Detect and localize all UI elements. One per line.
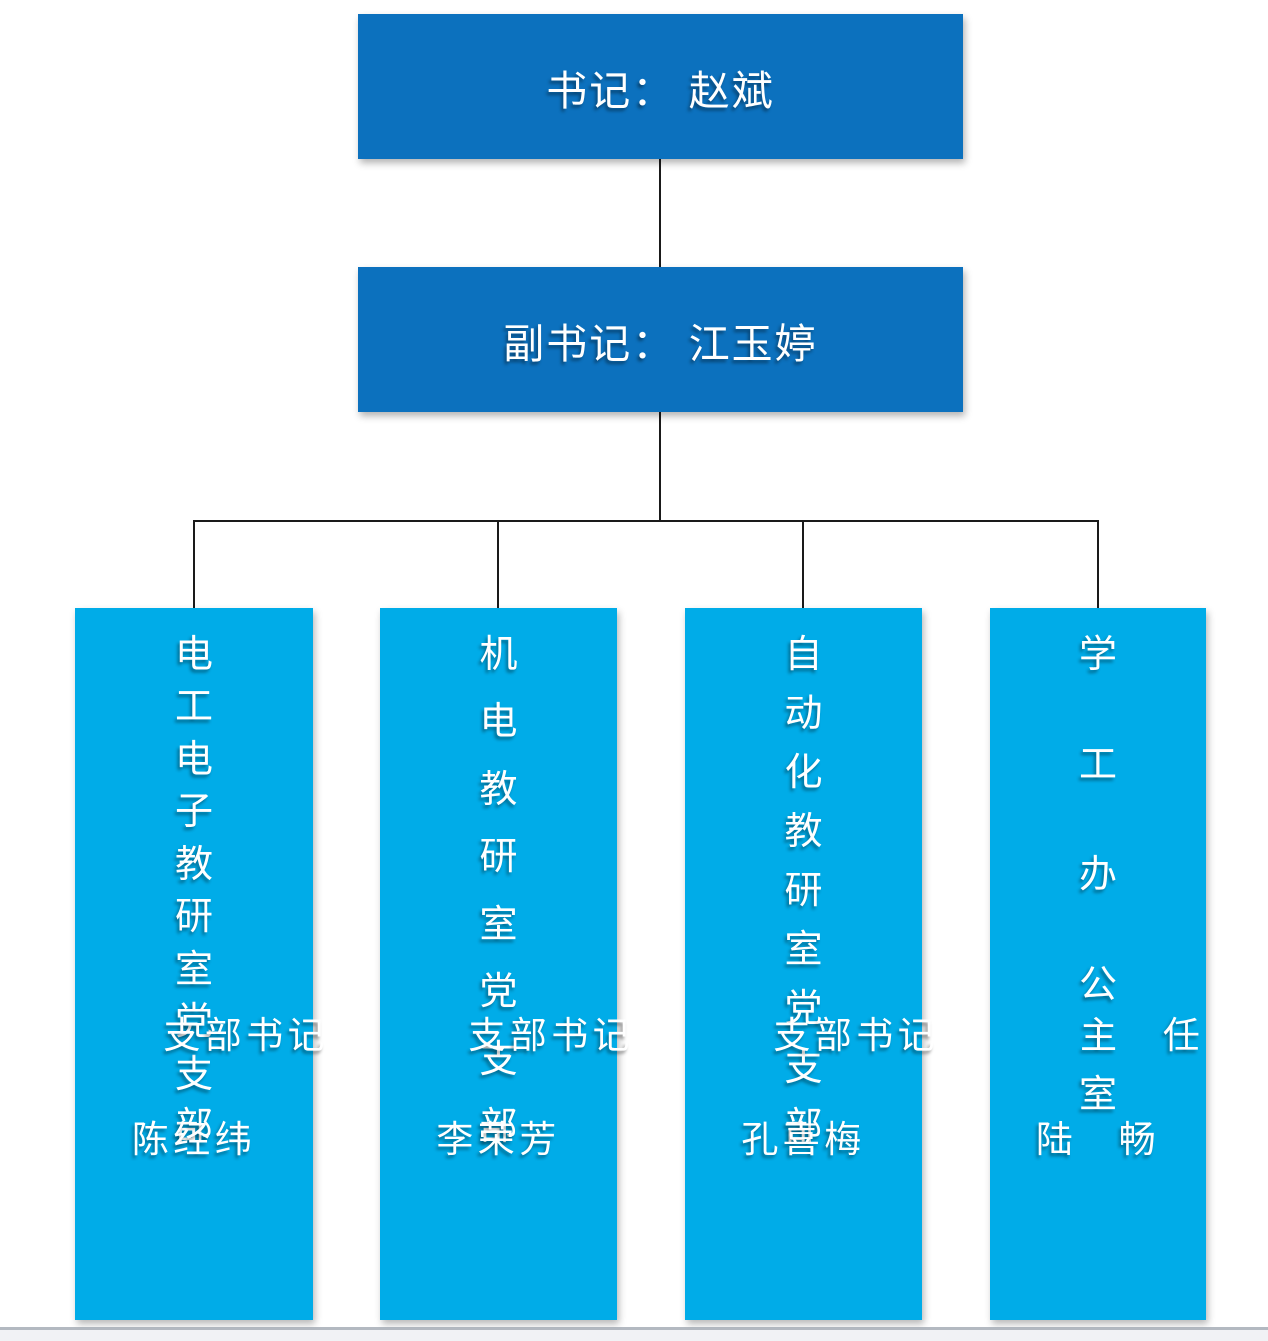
branch-box-automation: 自动化教研室党支部 支部书记 孔喜梅 xyxy=(685,608,935,1320)
branch-box-mechatronics: 机电教研室党支部 支部书记 李荣芳 xyxy=(380,608,630,1320)
branch-title-char: 办 xyxy=(1078,854,1117,896)
branch-title-char: 室 xyxy=(479,903,518,946)
branch-title-char: 子 xyxy=(174,791,213,834)
branch-title-char: 部 xyxy=(174,1105,213,1148)
branch-leader-name: 陆 畅 xyxy=(1035,1119,1161,1160)
branch-box-electrical-electronics: 电工电子教研室党支部 支部书记 陈经纬 xyxy=(75,608,325,1320)
branch-title-char: 研 xyxy=(784,870,823,912)
branch-title-char: 室 xyxy=(1078,1074,1117,1116)
branch-leader-role: 支部书记 xyxy=(773,1015,940,1056)
branch-title-char: 学 xyxy=(1078,634,1117,676)
branch-title-char: 动 xyxy=(784,693,823,735)
branch-title-char: 党 xyxy=(784,988,823,1030)
slide-bottom-edge-line xyxy=(0,1327,1268,1330)
branch-title-char: 电 xyxy=(174,634,213,676)
branch-title-char: 部 xyxy=(784,1106,823,1148)
secretary-label: 书记： 赵斌 xyxy=(546,67,775,114)
secretary-box: 书记： 赵斌 xyxy=(358,14,963,159)
branch-title-char: 党 xyxy=(174,1001,213,1044)
branch-leader: 支部书记 李荣芳 xyxy=(380,958,629,1270)
deputy-secretary-label: 副书记： 江玉婷 xyxy=(503,320,818,367)
branch-title-char: 党 xyxy=(479,971,518,1014)
branch-leader: 支部书记 陈经纬 xyxy=(75,958,325,1270)
branch-title-char: 教 xyxy=(174,843,213,886)
branch-title-char: 电 xyxy=(479,701,518,744)
branch-leader-name: 李荣芳 xyxy=(436,1119,561,1160)
connector-drop-branch-3 xyxy=(1097,520,1099,609)
connector-drop-branch-1 xyxy=(497,520,499,609)
branch-title-char: 自 xyxy=(784,634,823,676)
branch-title-char: 室 xyxy=(784,929,823,971)
branch-title-vertical: 电工电子教研室党支部 xyxy=(75,636,313,1146)
branch-leader-role: 支部书记 xyxy=(468,1015,635,1056)
branch-title-char: 教 xyxy=(479,768,518,811)
branch-title-char: 公 xyxy=(1078,964,1117,1006)
branch-title-char: 化 xyxy=(784,752,823,794)
branch-title-char: 部 xyxy=(479,1105,518,1148)
branch-title-vertical: 自动化教研室党支部 xyxy=(685,636,922,1146)
connector-drop-branch-0 xyxy=(193,520,195,609)
connector-deputy-stem xyxy=(659,412,661,522)
deputy-secretary-box: 副书记： 江玉婷 xyxy=(358,267,963,412)
branch-title-char: 室 xyxy=(174,948,213,991)
branch-title-char: 支 xyxy=(479,1038,518,1081)
branch-leader-role: 主 任 xyxy=(1080,1015,1205,1056)
connector-drop-branch-2 xyxy=(802,520,804,609)
branch-leader: 支部书记 孔喜梅 xyxy=(685,958,934,1270)
branch-leader: 主 任 陆 畅 xyxy=(990,958,1206,1270)
branch-title-char: 机 xyxy=(479,634,518,676)
branch-title-char: 工 xyxy=(174,686,213,729)
branch-title-char: 支 xyxy=(174,1053,213,1096)
branch-title-char: 研 xyxy=(174,896,213,939)
branch-title-char: 研 xyxy=(479,836,518,879)
branch-title-char: 教 xyxy=(784,811,823,853)
branch-title-char: 工 xyxy=(1078,744,1117,786)
branch-leader-name: 孔喜梅 xyxy=(741,1119,866,1160)
connector-root-to-deputy xyxy=(659,158,661,268)
slide-bottom-edge-band xyxy=(0,1330,1268,1341)
connector-crossbar xyxy=(193,520,1099,522)
branch-title-vertical: 机电教研室党支部 xyxy=(380,636,617,1146)
branch-title-char: 支 xyxy=(784,1047,823,1089)
branch-leader-role: 支部书记 xyxy=(163,1015,330,1056)
branch-title-vertical: 学工办公室 xyxy=(990,636,1206,1114)
branch-title-char: 电 xyxy=(174,738,213,781)
branch-box-student-affairs-office: 学工办公室 主 任 陆 畅 xyxy=(990,608,1206,1320)
branch-leader-name: 陈经纬 xyxy=(131,1119,257,1160)
